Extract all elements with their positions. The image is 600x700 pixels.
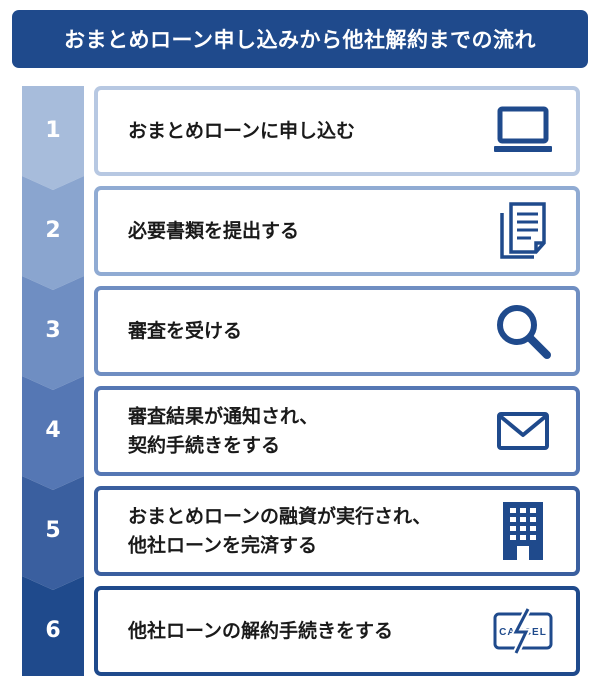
step-2-chevron bbox=[22, 176, 84, 290]
search-icon bbox=[492, 303, 554, 359]
step-5-line-2: 他社ローンを完済する bbox=[128, 534, 318, 556]
step-2-card: 必要書類を提出する bbox=[94, 186, 580, 276]
building-icon bbox=[492, 502, 554, 560]
step-5-chevron bbox=[22, 476, 84, 590]
step-3-text: 審査を受ける bbox=[128, 317, 486, 346]
step-4-card: 審査結果が通知され、契約手続きをする bbox=[94, 386, 580, 476]
documents-icon bbox=[492, 202, 554, 259]
step-3-card: 審査を受ける bbox=[94, 286, 580, 376]
step-6-line-1: 他社ローンの解約手続きをする bbox=[128, 619, 394, 642]
step-5-text: おまとめローンの融資が実行され、他社ローンを完済する bbox=[128, 503, 486, 560]
step-1-text: おまとめローンに申し込む bbox=[128, 117, 486, 146]
step-1-card: おまとめローンに申し込む bbox=[94, 86, 580, 176]
step-2-number: 2 bbox=[45, 218, 61, 243]
step-1-number: 1 bbox=[45, 118, 61, 143]
step-6-text: 他社ローンの解約手続きをする bbox=[128, 617, 486, 646]
step-2-text: 必要書類を提出する bbox=[128, 217, 486, 246]
step-2-line-1: 必要書類を提出する bbox=[128, 219, 300, 242]
step-6-card: 他社ローンの解約手続きをする CANCEL bbox=[94, 586, 580, 676]
step-1-line-1: おまとめローンに申し込む bbox=[128, 119, 356, 142]
step-6-number: 6 bbox=[45, 618, 61, 643]
step-4-chevron bbox=[22, 376, 84, 490]
step-4-text: 審査結果が通知され、契約手続きをする bbox=[128, 403, 486, 460]
step-5-line-1: おまとめローンの融資が実行され、 bbox=[128, 505, 432, 528]
cancel-card-icon: CANCEL bbox=[492, 603, 554, 659]
step-1-chevron bbox=[22, 86, 84, 190]
step-6-chevron bbox=[22, 576, 84, 676]
page-title: おまとめローン申し込みから他社解約までの流れ bbox=[12, 10, 588, 68]
step-4-line-2: 契約手続きをする bbox=[128, 434, 281, 456]
step-5-number: 5 bbox=[45, 518, 61, 543]
envelope-icon bbox=[492, 403, 554, 459]
step-3-line-1: 審査を受ける bbox=[128, 319, 243, 342]
step-3-number: 3 bbox=[45, 318, 61, 343]
step-4-number: 4 bbox=[45, 418, 61, 443]
laptop-icon bbox=[492, 103, 554, 159]
step-5-card: おまとめローンの融資が実行され、他社ローンを完済する bbox=[94, 486, 580, 576]
step-3-chevron bbox=[22, 276, 84, 390]
step-4-line-1: 審査結果が通知され、 bbox=[128, 405, 319, 428]
